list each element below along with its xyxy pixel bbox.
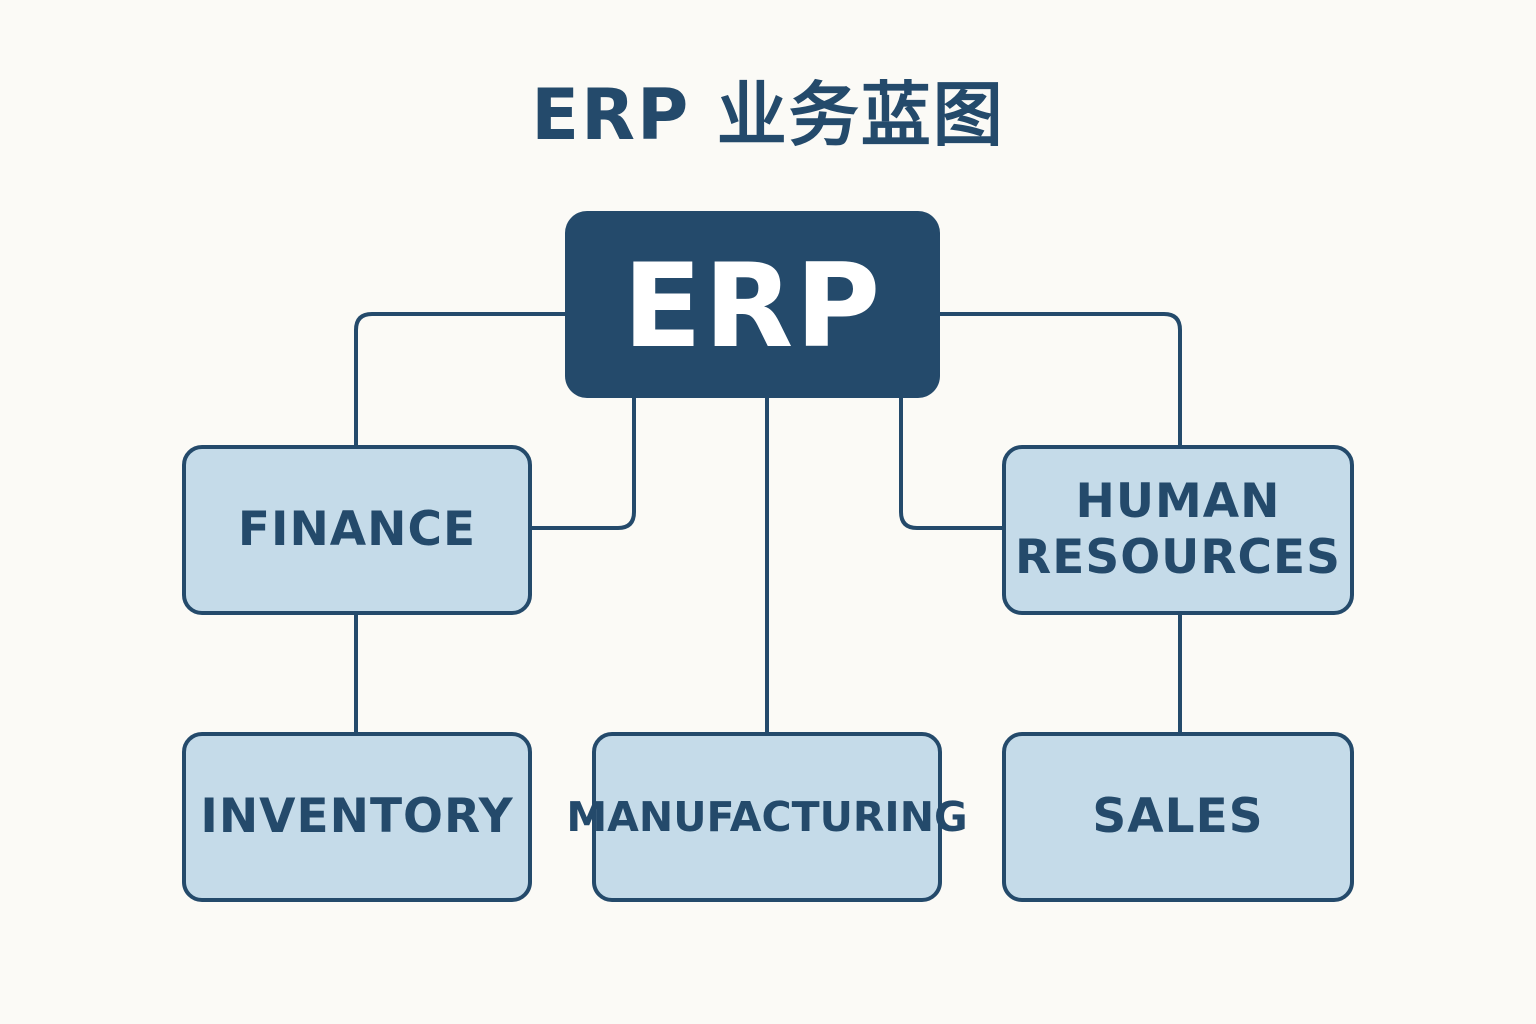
node-manufacturing: MANUFACTURING [566, 732, 968, 902]
node-manufacturing-label: MANUFACTURING [566, 793, 968, 841]
node-hr-label-line2: RESOURCES [1015, 530, 1341, 585]
edge-root-hr-inner [899, 396, 1004, 530]
node-finance: FINANCE [182, 445, 532, 615]
node-hr-label-line1: HUMAN [1075, 474, 1281, 529]
node-inventory-label: INVENTORY [200, 789, 514, 844]
node-erp: ERP [565, 211, 940, 398]
node-finance-label: FINANCE [237, 502, 477, 557]
node-erp-label: ERP [622, 238, 883, 374]
edge-root-finance-inner [530, 396, 636, 530]
node-sales-label: SALES [1092, 789, 1264, 844]
edge-root-hr-outer [938, 312, 1182, 447]
node-human-resources: HUMAN RESOURCES [1002, 445, 1354, 615]
node-inventory: INVENTORY [182, 732, 532, 902]
diagram-title: ERP 业务蓝图 [531, 74, 1005, 156]
edge-root-finance-outer [354, 312, 567, 447]
node-sales: SALES [1002, 732, 1354, 902]
